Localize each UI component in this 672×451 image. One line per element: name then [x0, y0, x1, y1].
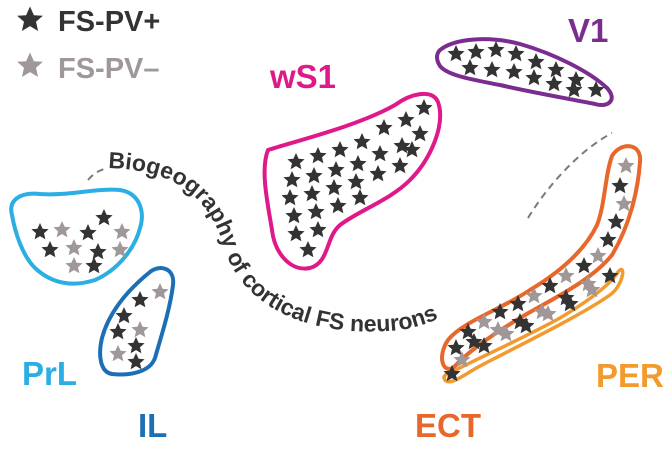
fs-pv-positive-star-icon — [447, 45, 465, 62]
fs-pv-positive-star-icon — [507, 45, 525, 62]
dark-star-icon — [17, 6, 43, 31]
legend-label-fs-pv-negative: FS-PV– — [58, 53, 160, 85]
region-label-ws1: wS1 — [269, 58, 336, 95]
fs-pv-positive-star-icon — [397, 111, 415, 128]
fs-pv-positive-star-icon — [283, 171, 301, 188]
fs-pv-positive-star-icon — [329, 197, 347, 214]
region-outline-prl — [9, 187, 144, 286]
fs-pv-positive-star-icon — [41, 241, 59, 258]
region-label-per: PER — [596, 357, 664, 394]
fs-pv-positive-star-icon — [483, 61, 501, 78]
fs-pv-positive-star-icon — [287, 225, 305, 242]
fs-pv-negative-star-icon — [53, 221, 71, 238]
fs-pv-positive-star-icon — [545, 75, 563, 92]
fs-pv-positive-star-icon — [599, 231, 617, 248]
fs-pv-negative-star-icon — [109, 345, 127, 362]
fs-pv-negative-star-icon — [65, 239, 83, 256]
fs-pv-positive-star-icon — [309, 147, 327, 164]
fs-pv-positive-star-icon — [327, 161, 345, 178]
fs-pv-positive-star-icon — [131, 291, 149, 308]
fs-pv-positive-star-icon — [325, 179, 343, 196]
fs-pv-positive-star-icon — [281, 189, 299, 206]
fs-pv-positive-star-icon — [525, 69, 543, 86]
fs-pv-positive-star-icon — [547, 61, 565, 78]
fs-pv-positive-star-icon — [85, 257, 103, 274]
fs-pv-positive-star-icon — [527, 53, 545, 70]
fs-pv-positive-star-icon — [347, 173, 365, 190]
arc-dash-start — [87, 167, 109, 181]
region-outline-v1 — [435, 37, 614, 107]
fs-pv-positive-star-icon — [467, 43, 485, 60]
fs-pv-positive-star-icon — [287, 153, 305, 170]
legend-label-fs-pv-positive: FS-PV+ — [58, 6, 160, 38]
region-il-stars — [109, 283, 169, 370]
fs-pv-positive-star-icon — [349, 155, 367, 172]
fs-pv-positive-star-icon — [353, 133, 371, 150]
fs-pv-positive-star-icon — [575, 257, 593, 274]
fs-pv-negative-star-icon — [589, 247, 607, 264]
fs-pv-positive-star-icon — [331, 141, 349, 158]
fs-pv-positive-star-icon — [31, 223, 49, 240]
fs-pv-positive-star-icon — [461, 59, 479, 76]
region-outline-ws1 — [262, 91, 443, 271]
fs-pv-negative-star-icon — [113, 223, 131, 240]
region-label-ect: ECT — [415, 407, 481, 444]
fs-pv-negative-star-icon — [65, 257, 83, 274]
fs-pv-positive-star-icon — [285, 207, 303, 224]
fs-pv-negative-star-icon — [131, 321, 149, 338]
fs-pv-positive-star-icon — [509, 295, 527, 312]
fs-pv-positive-star-icon — [303, 185, 321, 202]
fs-pv-positive-star-icon — [127, 337, 145, 354]
grey-star-icon — [17, 52, 43, 77]
legend-item-fs-pv-positive: FS-PV+ — [17, 6, 160, 38]
fs-pv-positive-star-icon — [89, 243, 107, 260]
fs-pv-positive-star-icon — [299, 241, 317, 258]
fs-pv-positive-star-icon — [611, 177, 629, 194]
legend-item-fs-pv-negative: FS-PV– — [17, 52, 160, 85]
fs-pv-positive-star-icon — [487, 41, 505, 58]
fs-pv-positive-star-icon — [351, 189, 369, 206]
fs-pv-positive-star-icon — [307, 203, 325, 220]
fs-pv-positive-star-icon — [305, 167, 323, 184]
fs-pv-positive-star-icon — [607, 213, 625, 230]
legend: FS-PV+ FS-PV– — [17, 6, 160, 85]
region-outlines — [9, 37, 643, 384]
fs-pv-positive-star-icon — [567, 71, 585, 88]
region-label-v1: V1 — [568, 12, 608, 49]
region-label-il: IL — [138, 407, 167, 444]
arc-dash-end — [527, 132, 613, 219]
fs-pv-positive-star-icon — [411, 125, 429, 142]
fs-pv-positive-star-icon — [371, 145, 389, 162]
fs-pv-positive-star-icon — [127, 353, 145, 370]
fs-pv-positive-star-icon — [95, 209, 113, 226]
fs-pv-positive-star-icon — [79, 224, 97, 241]
fs-pv-negative-star-icon — [151, 283, 169, 300]
region-labels: PrL IL wS1 V1 ECT PER — [22, 12, 664, 444]
fs-pv-positive-star-icon — [109, 323, 127, 340]
region-label-prl: PrL — [22, 355, 77, 392]
region-prl-stars — [31, 209, 131, 274]
fs-pv-negative-star-icon — [475, 313, 493, 330]
fs-pv-positive-star-icon — [369, 165, 387, 182]
fs-pv-positive-star-icon — [115, 307, 133, 324]
fs-pv-positive-star-icon — [375, 119, 393, 136]
fs-pv-negative-star-icon — [617, 157, 635, 174]
region-outline-per — [442, 267, 625, 384]
fs-pv-positive-star-icon — [415, 99, 433, 116]
fs-pv-positive-star-icon — [391, 157, 409, 174]
fs-pv-positive-star-icon — [505, 63, 523, 80]
fs-pv-positive-star-icon — [309, 221, 327, 238]
region-outline-ect — [440, 144, 643, 371]
title-arc: Biogeography of cortical FS neurons — [87, 132, 613, 337]
region-outline-il — [98, 266, 176, 377]
